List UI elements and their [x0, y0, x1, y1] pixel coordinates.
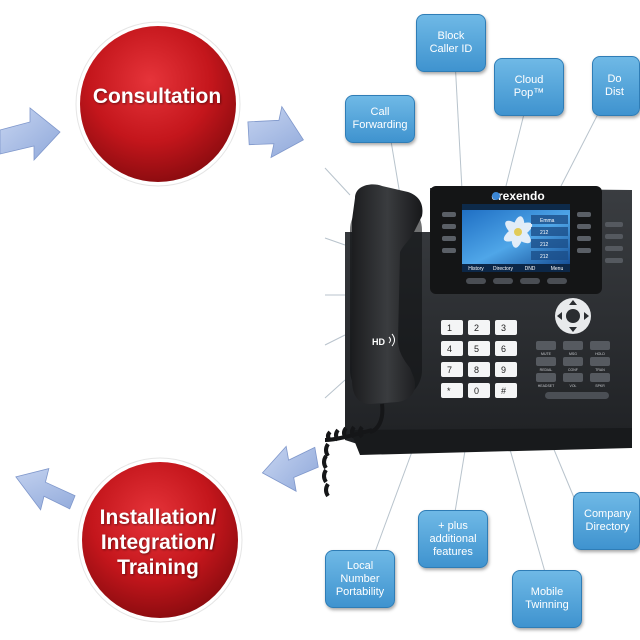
hd-wave-icon	[388, 333, 395, 347]
feature-call-forwarding: Call Forwarding	[345, 95, 415, 143]
installation-label: Installation/ Integration/ Training	[99, 506, 217, 579]
keypad-key	[441, 383, 463, 398]
flow-arrows	[0, 105, 319, 511]
keypad-key	[468, 320, 490, 335]
keypad-key-label: 6	[501, 344, 506, 354]
keypad-key	[441, 341, 463, 356]
line-do-not-disturb	[559, 109, 601, 189]
feature-plus-additional: + plus additional features	[418, 510, 488, 568]
line-block-caller-id	[454, 59, 463, 191]
function-key	[536, 373, 556, 382]
installation-circle	[77, 457, 243, 623]
function-key-label: VOL	[569, 384, 576, 388]
keypad-key	[495, 341, 517, 356]
function-key-label: REDIAL	[540, 368, 553, 372]
keypad-key-label: 4	[447, 344, 452, 354]
line-mobile-twinning	[504, 431, 546, 573]
dial-keypad: 1 2 3 4 5 6 7 8 9 * 0 #	[441, 320, 517, 398]
consultation-circle	[75, 21, 241, 187]
line-left-1	[324, 167, 351, 196]
screen-line-2: 212	[540, 230, 549, 236]
screen-wallpaper-flower	[503, 216, 533, 248]
navigation-pad	[555, 298, 591, 334]
function-key-label: MUTE	[541, 352, 552, 356]
keypad-key-label: 5	[474, 344, 479, 354]
brand-logo-text: crexendo	[491, 189, 544, 203]
keypad-key-label: #	[501, 386, 506, 396]
function-key	[563, 373, 583, 382]
function-key-label: SPKR	[595, 384, 605, 388]
feature-company-directory: Company Directory	[573, 492, 640, 550]
screen-line-4: 212	[540, 254, 549, 260]
softkey-label-menu: Menu	[551, 266, 564, 272]
function-key	[563, 341, 583, 350]
function-key-label: CONF	[568, 368, 578, 372]
keypad-key-label: 2	[474, 323, 479, 333]
hd-voice-badge: HD	[372, 337, 385, 347]
phone-plinth	[350, 428, 632, 455]
keypad-key	[441, 320, 463, 335]
keypad-key	[468, 383, 490, 398]
keypad-key	[495, 320, 517, 335]
softkey-buttons	[466, 278, 567, 284]
softkey-bar	[462, 264, 570, 272]
function-key-label: HOLD	[595, 352, 605, 356]
softkey-label-history: History	[468, 266, 484, 272]
consultation-label: Consultation	[92, 85, 222, 108]
feature-cloud-pop: Cloud Pop™	[494, 58, 564, 116]
screen-line-1: Emma	[540, 218, 555, 224]
keypad-key-label: 7	[447, 365, 452, 375]
screen-status-bar	[462, 204, 570, 210]
function-key-label: TRAN	[595, 368, 605, 372]
softkey-label-directory: Directory	[493, 266, 514, 272]
function-key	[536, 357, 556, 366]
arrow-consultation-to-phone	[247, 105, 304, 159]
side-keys	[605, 222, 623, 263]
keypad-key-label: 3	[501, 323, 506, 333]
keypad-key	[495, 383, 517, 398]
keypad-key-label: 8	[474, 365, 479, 375]
keypad-key-label: 1	[447, 323, 452, 333]
handset	[352, 184, 423, 404]
line-call-forwarding	[389, 134, 401, 196]
feature-do-not-disturb: Do Dist	[592, 56, 640, 116]
function-key-label: HEADSET	[538, 384, 555, 388]
function-key	[563, 357, 583, 366]
arrow-phone-to-installation	[261, 445, 319, 493]
keypad-key-label: 0	[474, 386, 479, 396]
brand-logo-mark	[492, 192, 500, 200]
line-cloud-pop	[504, 109, 526, 191]
function-key-label: MSG	[569, 352, 577, 356]
line-keys-right	[577, 212, 591, 253]
line-left-5	[324, 379, 346, 399]
feature-local-number-portability: Local Number Portability	[325, 550, 395, 608]
keypad-key-label: *	[447, 386, 451, 396]
screen-line-3: 212	[540, 242, 549, 248]
softkey-label-dnd: DND	[525, 266, 536, 272]
keypad-key	[468, 341, 490, 356]
keypad-key-label: 9	[501, 365, 506, 375]
function-key	[536, 341, 556, 350]
line-keys-left	[442, 212, 456, 253]
arrow-out-of-installation	[15, 468, 76, 511]
feature-block-caller-id: Block Caller ID	[416, 14, 486, 72]
volume-bar	[545, 392, 609, 399]
keypad-key	[441, 362, 463, 377]
line-left-2	[324, 237, 346, 246]
coiled-cord	[322, 403, 385, 498]
feature-mobile-twinning: Mobile Twinning	[512, 570, 582, 628]
keypad-key	[495, 362, 517, 377]
ip-desk-phone: Emma 212 212 212 History Directory DND M…	[322, 184, 632, 498]
function-key	[590, 373, 610, 382]
function-keys: MUTE MSG HOLD REDIAL CONF TRAN HEADSET VOL SPKR	[536, 341, 610, 388]
keypad-key	[468, 362, 490, 377]
function-key	[590, 357, 610, 366]
arrow-into-consultation	[0, 107, 61, 162]
line-left-4	[324, 334, 346, 346]
function-key	[590, 341, 610, 350]
